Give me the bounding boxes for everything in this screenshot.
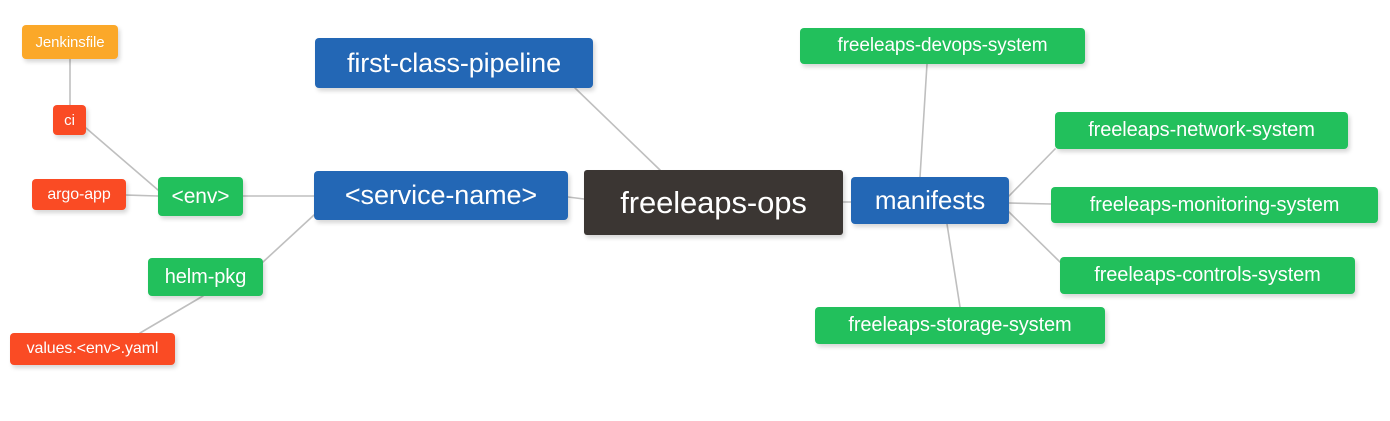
node-freeleaps-network-system[interactable]: freeleaps-network-system xyxy=(1055,112,1348,149)
node-manifests[interactable]: manifests xyxy=(851,177,1009,224)
node-argo-app[interactable]: argo-app xyxy=(32,179,126,210)
node-first-class-pipeline[interactable]: first-class-pipeline xyxy=(315,38,593,88)
node-freeleaps-monitoring-system[interactable]: freeleaps-monitoring-system xyxy=(1051,187,1378,223)
edge-servicename-ops xyxy=(567,196,585,200)
node-freeleaps-controls-system[interactable]: freeleaps-controls-system xyxy=(1060,257,1355,294)
node-freeleaps-storage-system[interactable]: freeleaps-storage-system xyxy=(815,307,1105,344)
edge-argoapp-env xyxy=(125,194,159,197)
node-service-name[interactable]: <service-name> xyxy=(314,171,568,220)
node-ci[interactable]: ci xyxy=(53,105,86,135)
edge-manifests-monitoring xyxy=(1008,202,1052,205)
edge-helmpkg-values xyxy=(139,295,204,334)
edge-servicename-helmpkg xyxy=(262,214,315,263)
edge-manifests-devops xyxy=(919,63,928,178)
edge-firstclass-ops xyxy=(574,87,661,171)
node-freeleaps-ops[interactable]: freeleaps-ops xyxy=(584,170,843,235)
node-values-yaml[interactable]: values.<env>.yaml xyxy=(10,333,175,365)
node-env[interactable]: <env> xyxy=(158,177,243,216)
node-jenkinsfile[interactable]: Jenkinsfile xyxy=(22,25,118,59)
node-freeleaps-devops-system[interactable]: freeleaps-devops-system xyxy=(800,28,1085,64)
edge-manifests-storage xyxy=(946,223,961,308)
node-helm-pkg[interactable]: helm-pkg xyxy=(148,258,263,296)
edge-manifests-network xyxy=(1008,148,1056,197)
